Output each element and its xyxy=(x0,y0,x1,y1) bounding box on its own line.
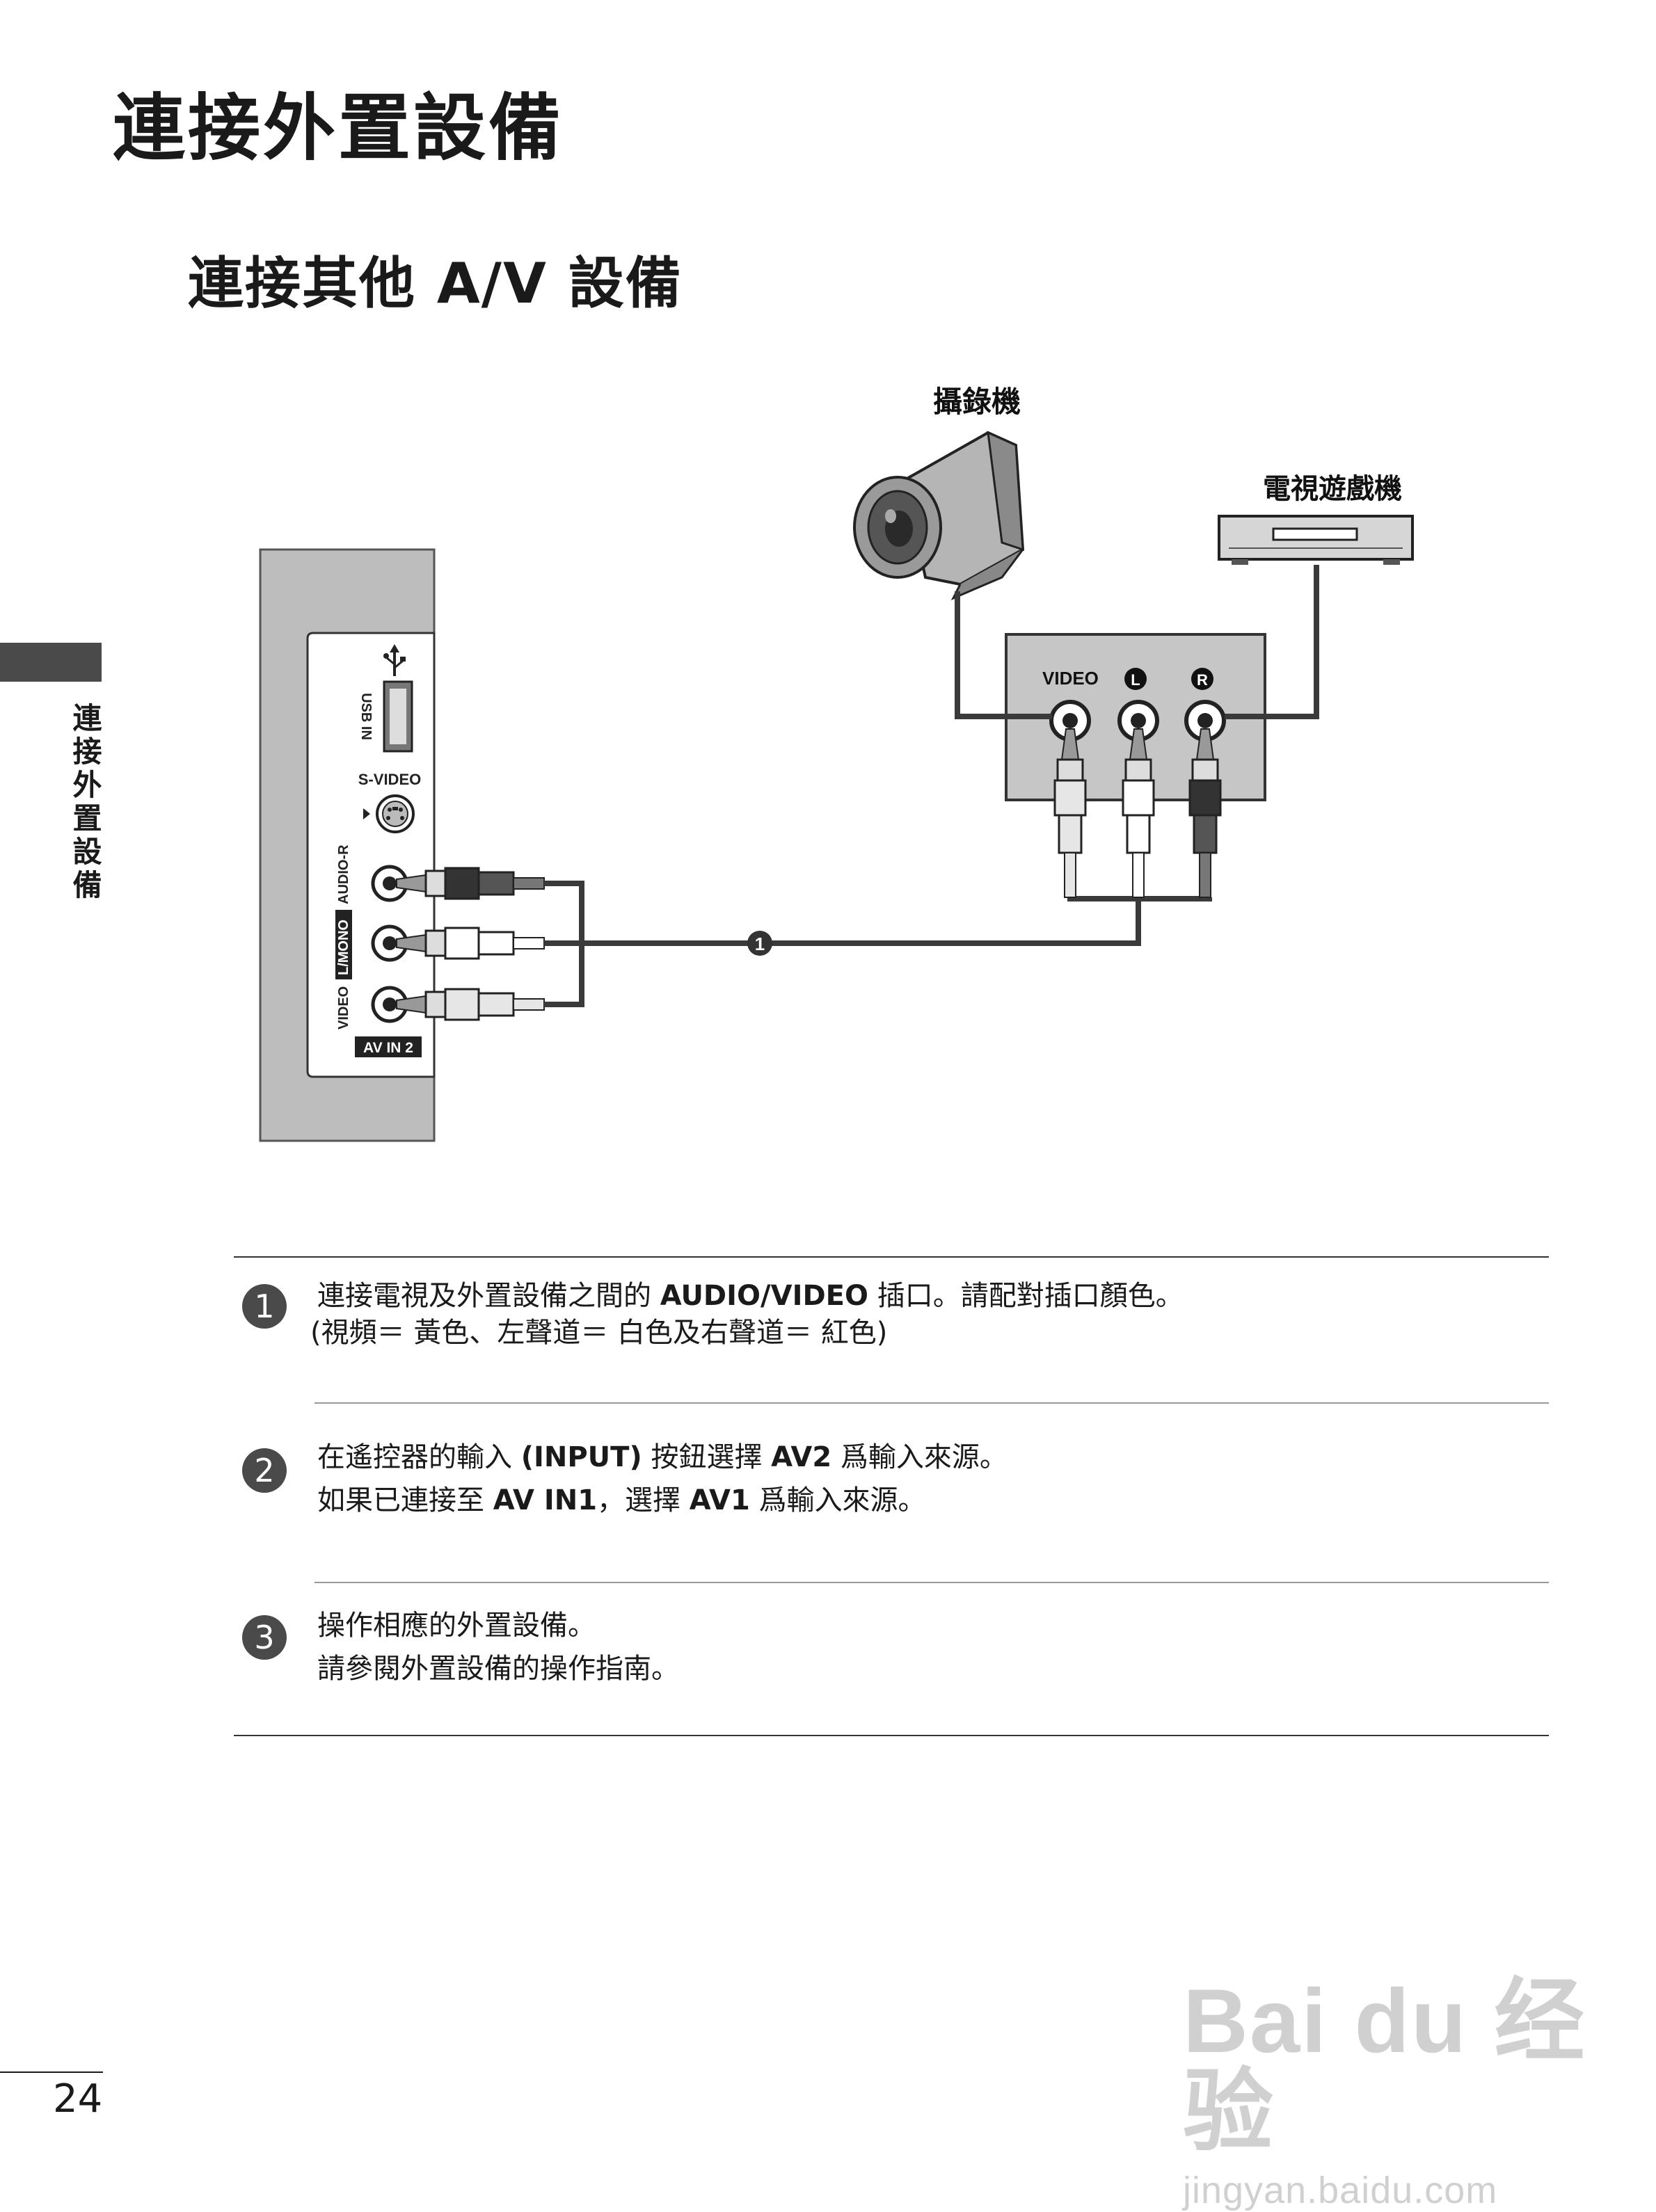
svg-text:R: R xyxy=(1197,671,1208,689)
device-r-badge xyxy=(1191,668,1213,690)
svideo-label: S-VIDEO xyxy=(358,771,421,788)
step-2-text: 在遙控器的輸入 (INPUT) 按鈕選擇 AV2 爲輸入來源。 如果已連接至 A… xyxy=(317,1436,1008,1522)
tv-rca-jack-r xyxy=(371,865,408,902)
camcorder-label: 攝錄機 xyxy=(933,385,1021,419)
section-title: 連接其他 A/V 設備 xyxy=(188,251,683,316)
step-3-line-1: 操作相應的外置設備。 xyxy=(317,1610,596,1642)
step-number-1: 1 xyxy=(242,1284,287,1329)
step-number-2: 2 xyxy=(242,1448,287,1493)
watermark-main: Bai du 经验 xyxy=(1183,1970,1586,2162)
svideo-port xyxy=(363,794,415,833)
av-audio-label: AUDIO-R xyxy=(336,844,351,904)
tv-plug-red xyxy=(396,867,545,900)
device-plug-white xyxy=(1122,728,1155,898)
device-plug-yellow xyxy=(1053,728,1087,898)
page-number: 24 xyxy=(53,2076,103,2122)
step-2-line-1: 在遙控器的輸入 (INPUT) 按鈕選擇 AV2 爲輸入來源。 xyxy=(317,1441,1008,1473)
usb-icon xyxy=(383,644,406,676)
step-number-3: 3 xyxy=(242,1615,287,1660)
av-in-label: AV IN 2 xyxy=(363,1040,413,1056)
game-console-icon xyxy=(1218,515,1414,565)
page-number-rule xyxy=(0,2071,103,2073)
av-video-label: VIDEO xyxy=(336,986,351,1029)
cable-marker-number: 1 xyxy=(755,933,765,954)
step-1-text: 連接電視及外置設備之間的 AUDIO/VIDEO 插口。請配對插口顏色。 (視頻… xyxy=(310,1274,1184,1348)
watermark-sub: jingyan.baidu.com xyxy=(1183,2170,1498,2211)
step-3-text: 操作相應的外置設備。 請參閱外置設備的操作指南。 xyxy=(317,1604,679,1690)
connection-diagram: USB IN S-VIDEO VIDEO L/MONO AUDIO-R AV I… xyxy=(259,385,1414,1142)
baidu-watermark: Bai du 经验 jingyan.baidu.com xyxy=(1183,1975,1656,2212)
tv-rca-jack-l xyxy=(371,924,408,962)
device-rca-jack-video xyxy=(1049,700,1091,742)
step-3-line-2: 請參閱外置設備的操作指南。 xyxy=(317,1653,679,1685)
steps-top-rule xyxy=(234,1256,1549,1258)
device-rca-jack-r xyxy=(1184,700,1226,742)
step-2-line-2: 如果已連接至 AV IN1，選擇 AV1 爲輸入來源。 xyxy=(317,1484,926,1516)
camcorder-icon xyxy=(853,431,1025,600)
game-console-label: 電視遊戲機 xyxy=(1263,473,1402,505)
steps-bottom-rule xyxy=(234,1735,1549,1736)
device-video-label: VIDEO xyxy=(1042,668,1099,689)
tv-plug-yellow xyxy=(396,988,545,1021)
steps-divider-1 xyxy=(315,1402,1549,1404)
tv-plug-white xyxy=(396,927,545,960)
step-1-line-2: (視頻＝ 黃色、左聲道＝ 白色及右聲道＝ 紅色) xyxy=(310,1317,888,1349)
side-tab-marker xyxy=(0,643,102,682)
svg-text:L: L xyxy=(1131,671,1140,689)
device-l-badge xyxy=(1124,668,1147,690)
usb-label: USB IN xyxy=(358,693,374,740)
steps-divider-2 xyxy=(315,1582,1549,1583)
cable-marker xyxy=(747,931,772,956)
device-plug-red xyxy=(1188,728,1222,898)
page-title: 連接外置設備 xyxy=(113,86,564,170)
step-1-line-1: 連接電視及外置設備之間的 AUDIO/VIDEO 插口。請配對插口顏色。 xyxy=(317,1280,1184,1312)
av-mono-label: L/MONO xyxy=(336,920,351,975)
side-label: 連接外置設備 xyxy=(68,703,102,903)
